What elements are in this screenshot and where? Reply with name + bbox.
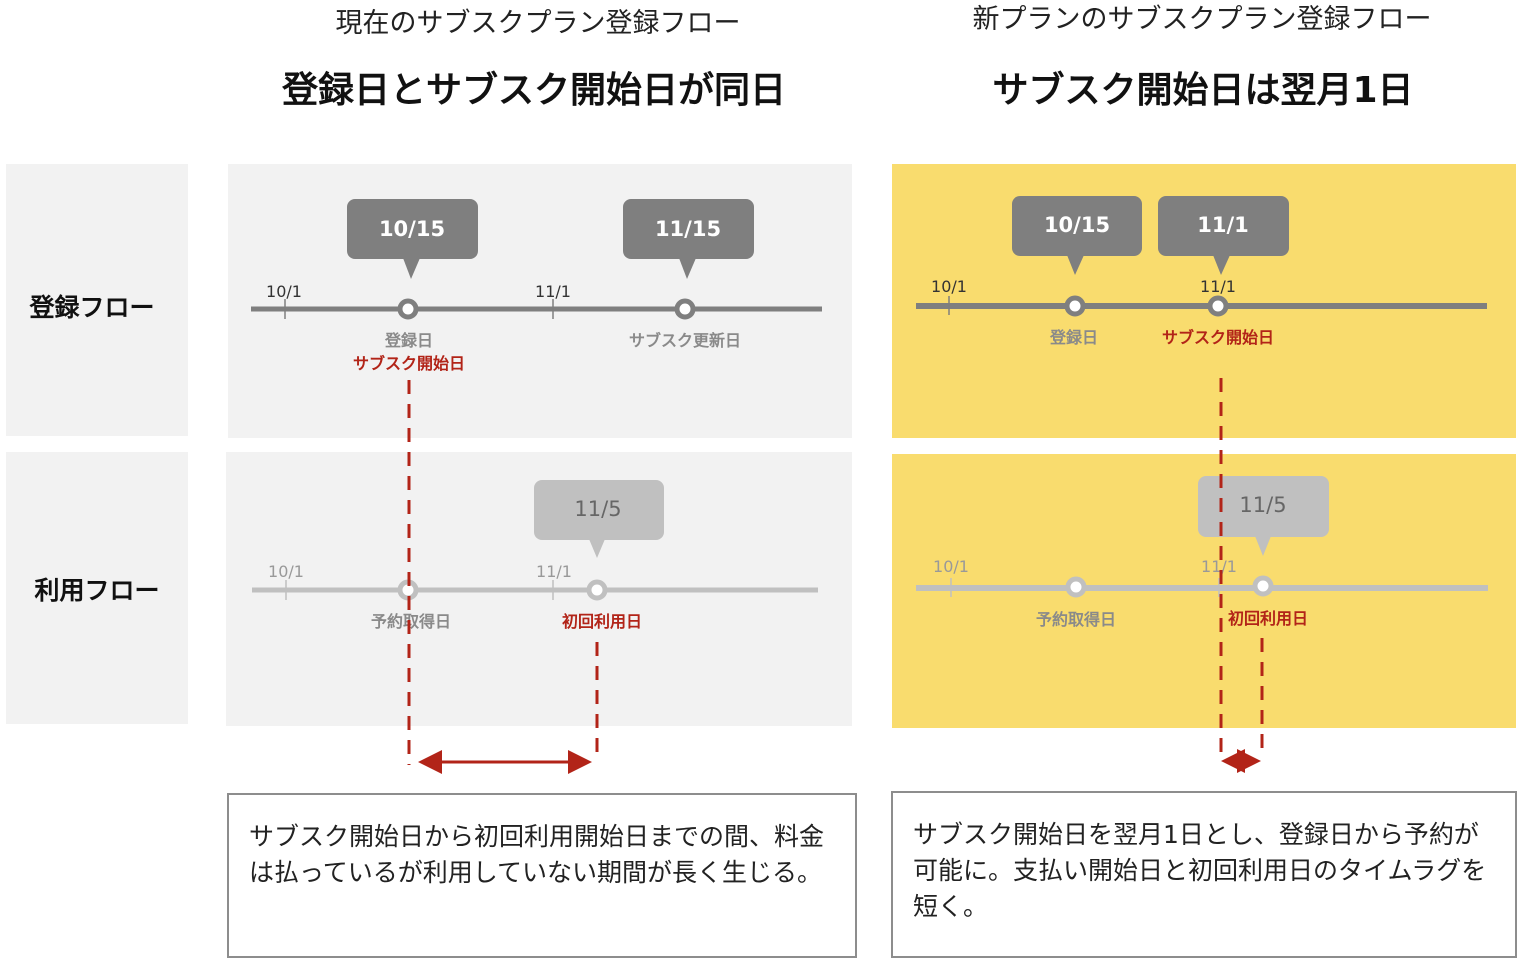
tick-label: 10/1 xyxy=(266,282,302,301)
tick-label: 10/1 xyxy=(268,562,304,581)
current-usage-timeline: 10/1 11/1 11/5 予約取得日 初回利用日 xyxy=(252,480,818,631)
event-label-highlight: サブスク開始日 xyxy=(353,354,465,373)
event-marker xyxy=(1064,295,1086,317)
event-label: 予約取得日 xyxy=(1036,610,1116,629)
row-label-panel-usage xyxy=(6,452,188,724)
event-label: 登録日 xyxy=(384,331,433,350)
tick-label: 11/1 xyxy=(1201,557,1237,576)
event-label-highlight: 初回利用日 xyxy=(562,612,642,631)
date-bubble: 11/15 xyxy=(623,199,754,279)
current-subtitle: 現在のサブスクプラン登録フロー xyxy=(336,8,741,39)
bubble-date: 11/15 xyxy=(655,217,721,241)
new-subtitle: 新プランのサブスクプラン登録フロー xyxy=(973,4,1432,35)
bubble-date: 11/5 xyxy=(574,497,621,521)
tick-label: 11/1 xyxy=(1200,277,1236,296)
new-note-text: サブスク開始日を翌月1日とし、登録日から予約が可能に。支払い開始日と初回利用日の… xyxy=(913,820,1487,921)
current-note-box: サブスク開始日から初回利用開始日までの間、料金は払っているが利用していない期間が… xyxy=(227,793,857,958)
event-marker xyxy=(674,298,696,320)
bubble-date: 11/5 xyxy=(1239,493,1286,517)
event-label: サブスク更新日 xyxy=(629,331,741,350)
current-registration-panel xyxy=(228,164,852,438)
date-bubble: 11/5 xyxy=(534,480,664,558)
tick-label: 11/1 xyxy=(536,562,572,581)
new-usage-timeline: 10/1 11/1 11/5 予約取得日 初回利用日 xyxy=(916,476,1488,629)
date-bubble: 10/15 xyxy=(347,199,478,279)
new-headline: サブスク開始日は翌月1日 xyxy=(992,69,1413,111)
event-marker xyxy=(1252,575,1274,597)
tick-label: 10/1 xyxy=(933,557,969,576)
bubble-date: 11/1 xyxy=(1197,213,1249,237)
current-note-text: サブスク開始日から初回利用開始日までの間、料金は払っているが利用していない期間が… xyxy=(249,822,825,887)
event-marker xyxy=(1207,295,1229,317)
tick-label: 10/1 xyxy=(931,277,967,296)
current-headline: 登録日とサブスク開始日が同日 xyxy=(281,69,786,111)
date-bubble: 10/15 xyxy=(1012,196,1142,275)
bubble-date: 10/15 xyxy=(379,217,445,241)
row-label-registration: 登録フロー xyxy=(28,293,154,322)
new-registration-timeline: 10/1 11/1 10/15 11/1 登録日 サブスク開始日 xyxy=(916,196,1487,347)
event-label-highlight: 初回利用日 xyxy=(1228,609,1308,628)
tick-label: 11/1 xyxy=(535,282,571,301)
event-marker xyxy=(586,579,608,601)
event-label: 予約取得日 xyxy=(371,612,451,631)
date-bubble: 11/1 xyxy=(1158,196,1289,275)
bubble-date: 10/15 xyxy=(1044,213,1110,237)
row-label-usage: 利用フロー xyxy=(34,576,159,605)
current-registration-timeline: 10/1 11/1 10/15 11/15 登録日 サブスク開始日 サブスク更新… xyxy=(251,199,822,373)
date-bubble: 11/5 xyxy=(1198,476,1329,556)
event-label-highlight: サブスク開始日 xyxy=(1162,328,1274,347)
event-marker xyxy=(1065,576,1087,598)
row-label-panel-registration xyxy=(6,164,188,436)
new-note-box: サブスク開始日を翌月1日とし、登録日から予約が可能に。支払い開始日と初回利用日の… xyxy=(891,791,1517,958)
event-label: 登録日 xyxy=(1049,328,1098,347)
event-marker xyxy=(397,298,419,320)
